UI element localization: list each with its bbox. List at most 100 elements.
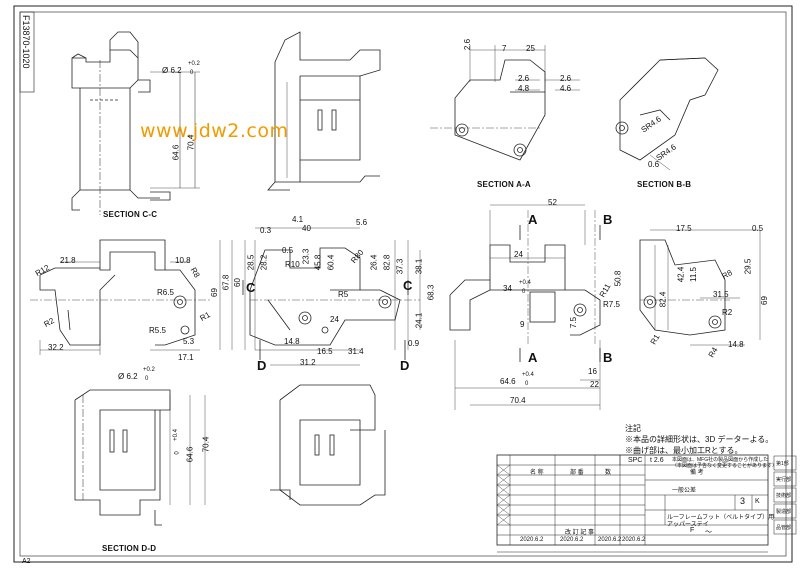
dim-aa-26b: 2.6 xyxy=(518,74,530,83)
tb-side-label-5: 品管部 xyxy=(776,525,792,531)
dim-ctr-r5: R5 xyxy=(338,290,349,299)
cut-letter-d-left: D xyxy=(257,358,267,373)
dim-dd-tol: +0.4 xyxy=(172,429,179,441)
cut-letter-d-right: D xyxy=(400,358,410,373)
dim-ctr-03: 0.3 xyxy=(260,226,272,235)
dim-rt-0b: 0 xyxy=(525,381,529,387)
dim-ctr-148: 14.8 xyxy=(284,337,300,346)
tb-letter-wave: 〜 xyxy=(705,529,712,536)
dim-rt-9: 9 xyxy=(520,320,525,329)
tb-col-part: 部 番 xyxy=(570,470,584,476)
dim-fr-175: 17.5 xyxy=(676,224,692,233)
cut-letter-a-bottom: A xyxy=(528,350,538,365)
dim-dd-704: 70.4 xyxy=(201,436,211,453)
dim-ctr-233: 23.3 xyxy=(301,248,311,265)
dim-aa-46: 4.6 xyxy=(560,84,572,93)
dim-ctr-282: 28.2 xyxy=(259,254,269,271)
notes-line-1: ※本品の詳細形状は、3D データーよる。 xyxy=(625,435,774,444)
tb-col-name: 名 称 xyxy=(530,470,544,476)
drawing-number: F13870-1020 xyxy=(21,15,31,69)
dim-left-53: 5.3 xyxy=(183,337,195,346)
dim-hole-dd-tol-zero: 0 xyxy=(145,376,149,382)
dim-fr-115: 11.5 xyxy=(688,267,698,282)
tb-general-tol: 一般公差 xyxy=(672,488,697,494)
tb-side-label-1: 第1部 xyxy=(776,461,789,467)
dim-left-r55: R5.5 xyxy=(149,326,166,335)
dim-rt-04b: +0.4 xyxy=(522,372,534,378)
tb-date-2: 2020.6.2 xyxy=(560,537,584,543)
dim-cc-704: 70.4 xyxy=(186,134,196,151)
dim-fr-424: 42.4 xyxy=(676,266,686,283)
dim-hole-cc: Ø 6.2 xyxy=(162,66,182,75)
dim-aa-26: 2.6 xyxy=(463,38,473,51)
tb-note-top2: （本図面は予告なく変更することがあります） xyxy=(672,463,778,469)
section-cc-label: SECTION C-C xyxy=(103,210,158,219)
dim-rt-646: 64.6 xyxy=(500,377,516,386)
dim-cc-646: 64.6 xyxy=(171,144,181,161)
watermark-text: www.jdw2.com xyxy=(140,120,289,142)
dim-ctr-678: 67.8 xyxy=(221,274,231,291)
dim-rt-24: 24 xyxy=(514,250,523,259)
dim-aa-7: 7 xyxy=(502,44,507,53)
dim-rt-r75: R7.5 xyxy=(603,300,620,309)
tb-material: SPC xyxy=(628,457,643,464)
dim-hole-dd-tol-plus: +0.2 xyxy=(143,367,155,373)
dim-aa-26c: 2.6 xyxy=(560,74,572,83)
tb-side-label-3: 技術部 xyxy=(776,493,792,499)
tb-scale-unit: K xyxy=(755,498,760,505)
dim-ctr-56: 5.6 xyxy=(356,218,368,227)
dim-rt-04: +0.4 xyxy=(519,280,531,286)
dim-bb-06: 0.6 xyxy=(648,160,660,169)
dim-rt-508: 50.8 xyxy=(613,270,623,287)
dim-ctr-41: 4.1 xyxy=(292,215,304,224)
dim-left-322: 32.2 xyxy=(48,343,64,352)
section-aa-label: SECTION A-A xyxy=(477,180,531,189)
tb-col-qty: 数 xyxy=(605,470,612,476)
dim-ctr-69: 69 xyxy=(209,288,219,297)
dim-fr-69: 69 xyxy=(759,296,769,305)
dim-rt-75: 7.5 xyxy=(569,316,579,329)
dim-ctr-165: 16.5 xyxy=(317,347,333,356)
tb-date-3: 2020.6.2 xyxy=(598,537,622,543)
dim-rt-16: 16 xyxy=(588,367,597,376)
dim-dd-646: 64.6 xyxy=(185,446,195,463)
cut-letter-c-right: C xyxy=(403,278,413,293)
cut-letter-a-top: A xyxy=(528,212,538,227)
section-dd-label: SECTION D-D xyxy=(102,544,157,553)
dim-ctr-828: 82.8 xyxy=(382,254,392,271)
dim-ctr-60: 60 xyxy=(232,278,242,287)
dim-fr-295: 29.5 xyxy=(743,258,753,275)
cut-letter-b-top: B xyxy=(603,212,613,227)
cut-letter-b-bottom: B xyxy=(603,350,613,365)
dim-ctr-285: 28.5 xyxy=(246,254,256,271)
tb-rev-label: 改 訂 記 事 xyxy=(565,530,595,536)
dim-hole-dd: Ø 6.2 xyxy=(118,372,138,381)
dim-ctr-09: 0.9 xyxy=(408,339,420,348)
dim-aa-48: 4.8 xyxy=(518,84,530,93)
dim-dd-tol0: 0 xyxy=(174,451,181,455)
dim-ctr-24: 24 xyxy=(330,315,339,324)
dim-hole-cc-tol-plus: +0.2 xyxy=(188,61,200,67)
dim-fr-r2: R2 xyxy=(722,308,733,317)
dim-rt-22: 22 xyxy=(590,380,599,389)
dim-left-171: 17.1 xyxy=(178,353,194,362)
tb-side-label-2: 実行部 xyxy=(776,477,792,483)
dim-fr-315: 31.5 xyxy=(713,290,729,299)
tb-date-1: 2020.6.2 xyxy=(520,537,544,543)
dim-ctr-683: 68.3 xyxy=(426,284,436,301)
dim-left-108: 10.8 xyxy=(175,256,191,265)
tb-part-name: ルーフレームフット（ベルトタイプ）用 xyxy=(667,515,775,521)
tb-scale: 3 xyxy=(740,496,746,506)
section-bb-label: SECTION B-B xyxy=(637,180,692,189)
cut-letter-c-left: C xyxy=(246,280,256,295)
dim-ctr-05: 0.5 xyxy=(282,246,294,255)
dim-rt-52: 52 xyxy=(548,198,557,207)
dim-fr-148: 14.8 xyxy=(728,340,744,349)
dim-ctr-264: 26.4 xyxy=(369,254,379,271)
dim-left-218: 21.8 xyxy=(60,256,76,265)
tb-col-remark: 備 考 xyxy=(690,470,704,476)
tb-letter-f: F xyxy=(690,527,695,534)
dim-rt-704: 70.4 xyxy=(510,396,526,405)
